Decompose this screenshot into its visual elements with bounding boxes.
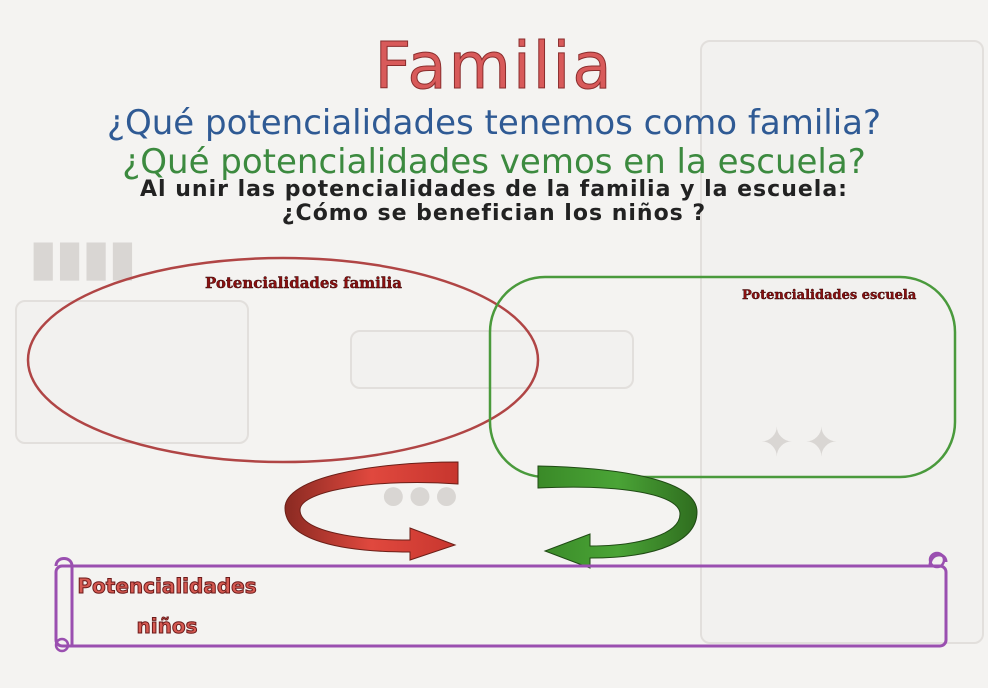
ninos-label-line2: niños [136, 614, 198, 639]
arrow-familia-to-ninos [284, 461, 459, 561]
escuela-box [488, 275, 957, 479]
ninos-label-line1: Potencialidades [77, 574, 257, 599]
familia-ellipse [26, 256, 540, 464]
familia-label: Potencialidades familia [205, 274, 402, 292]
question-beneficio-line1: Al unir las potencialidades de la famili… [140, 177, 848, 202]
background-card-center [350, 330, 634, 389]
page-title: Familia [374, 30, 614, 105]
background-decoration: ▮▮▮▮ [30, 232, 136, 285]
question-escuela: ¿Qué potencialidades vemos en la escuela… [122, 142, 866, 182]
question-beneficio-line2: ¿Cómo se benefician los niños ? [281, 201, 707, 226]
question-beneficio: Al unir las potencialidades de la famili… [0, 178, 988, 226]
ninos-label: Potencialidades niños [62, 566, 272, 646]
arrow-escuela-to-ninos [537, 465, 698, 569]
background-card-right [700, 40, 984, 644]
ninos-scroll [54, 551, 948, 653]
question-familia: ¿Qué potencialidades tenemos como famili… [106, 103, 882, 143]
background-decoration-right: ✦ ✦ [760, 421, 839, 465]
escuela-label: Potencialidades escuela [742, 288, 917, 303]
